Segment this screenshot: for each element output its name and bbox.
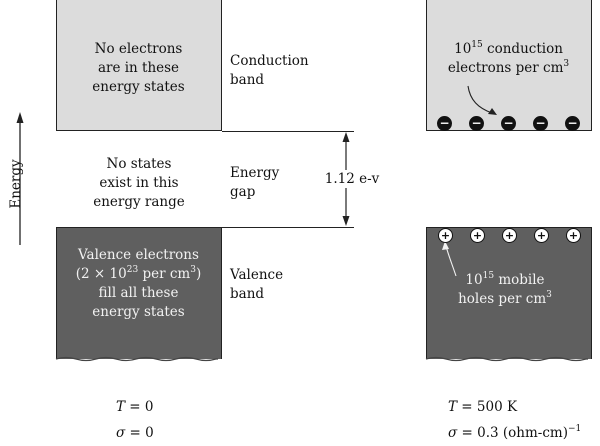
left-temperature: T = 0 [116,399,154,415]
gap-description: No states exist in this energy range [93,156,185,210]
valence-band-description: Valence electrons (2 × 1023 per cm3) fil… [75,247,202,320]
hole-particle: + [470,228,485,243]
right-conductivity: σ = 0.3 (ohm-cm)−1 [448,424,582,442]
conduction-band-label: Conduction band [230,53,309,88]
electron-particle: − [469,116,484,131]
conduction-band-edge-line [222,131,354,132]
left-conductivity: σ = 0 [116,425,154,441]
electron-particle: − [501,116,516,131]
gap-value-label: 1.12 e-v [320,170,384,188]
valence-band-box-500k: 1015 mobile holes per cm3 [426,227,592,359]
electron-particle: − [437,116,452,131]
electron-particle: − [533,116,548,131]
hole-particle: + [502,228,517,243]
right-temperature: T = 500 K [448,399,518,415]
hole-particle: + [438,228,453,243]
hole-particle: + [534,228,549,243]
electron-particle: − [565,116,580,131]
energy-gap-label: Energy gap [230,165,280,200]
valence-band-label: Valence band [230,267,284,302]
conduction-electrons-label: 1015 conduction electrons per cm3 [447,40,570,77]
conduction-band-box-500k: 1015 conduction electrons per cm3 [426,0,592,131]
hole-particle: + [566,228,581,243]
conduction-band-box-t0: No electrons are in these energy states [56,0,222,131]
mobile-holes-label: 1015 mobile holes per cm3 [458,271,552,308]
valence-band-edge-line [222,227,354,228]
conduction-band-description: No electrons are in these energy states [92,41,185,95]
valence-band-box-t0: Valence electrons (2 × 1023 per cm3) fil… [56,227,222,359]
